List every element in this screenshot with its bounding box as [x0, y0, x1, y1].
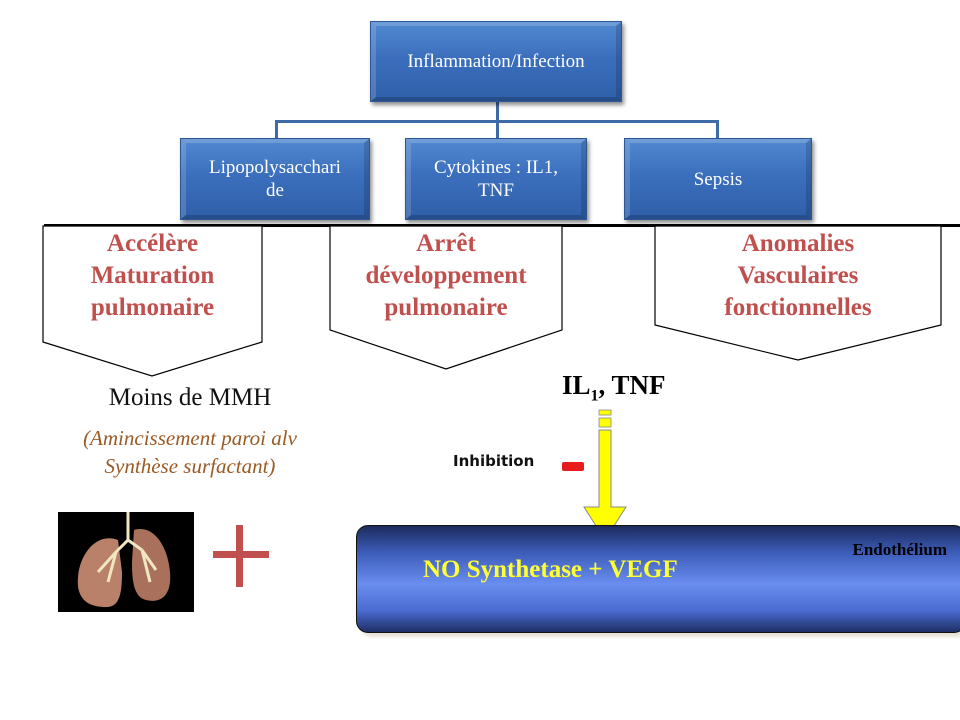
effect-arret: Arrêt développement pulmonaire [330, 228, 562, 324]
lungs-icon [58, 512, 194, 612]
connector-root-down [496, 101, 499, 121]
target-title: NO Synthetase + VEGF [423, 556, 678, 583]
effect-line: Anomalies [741, 230, 855, 257]
arrow-down-icon [583, 429, 627, 541]
mediator-text: IL [562, 370, 591, 400]
root-node-label: Inflammation/Infection [407, 51, 585, 72]
cause-label-line1: Cytokines : IL1, [433, 157, 559, 178]
mediator-rest: , TNF [598, 370, 666, 400]
minus-icon [562, 462, 584, 471]
chevron-anomalies [654, 225, 942, 361]
lungs-image [58, 512, 194, 612]
effect-line: développement [365, 262, 527, 289]
target-label: Endothélium [852, 540, 947, 559]
inhibition-label: Inhibition [453, 452, 535, 470]
mediator-subscript: 1 [590, 387, 599, 405]
plus-icon [213, 525, 269, 587]
chevron-accelere [42, 225, 263, 377]
result-title: Moins de MMH [108, 384, 272, 411]
arrow-dash-1 [598, 409, 612, 416]
endothelium-box: NO Synthetase + VEGF Endothélium [356, 525, 960, 633]
arrow-dash-2 [598, 417, 612, 428]
cause-label-line2: de [266, 180, 284, 201]
connector-left [275, 120, 278, 138]
cause-label-line1: Lipopolysacchari [209, 157, 341, 178]
cause-node-cytokines: Cytokines : IL1,TNF [405, 138, 587, 220]
effect-line: Arrêt [416, 230, 476, 257]
effect-line: Maturation [90, 262, 215, 289]
chevron-arret [329, 225, 563, 370]
connector-right [716, 120, 719, 138]
effect-line: pulmonaire [384, 294, 508, 321]
mediator-label: IL1, TNF [562, 370, 666, 405]
result-detail-line1: (Amincissement paroi alv [83, 426, 297, 450]
effect-line: Vasculaires [737, 262, 859, 289]
result-detail-line2: Synthèse surfactant) [104, 454, 276, 478]
cause-label: Sepsis [693, 168, 743, 190]
root-node: Inflammation/Infection [370, 21, 622, 102]
effect-line: fonctionnelles [724, 294, 872, 321]
connector-middle [496, 120, 499, 138]
effect-line: Accélère [106, 230, 199, 257]
result-detail: (Amincissement paroi alv Synthèse surfac… [30, 424, 350, 480]
cause-node-sepsis: Sepsis [624, 138, 812, 220]
effect-line: pulmonaire [90, 294, 215, 321]
cause-label-line2: TNF [478, 180, 514, 201]
effect-accelere: Accélère Maturation pulmonaire [43, 228, 262, 324]
effect-anomalies: Anomalies Vasculaires fonctionnelles [655, 228, 941, 324]
